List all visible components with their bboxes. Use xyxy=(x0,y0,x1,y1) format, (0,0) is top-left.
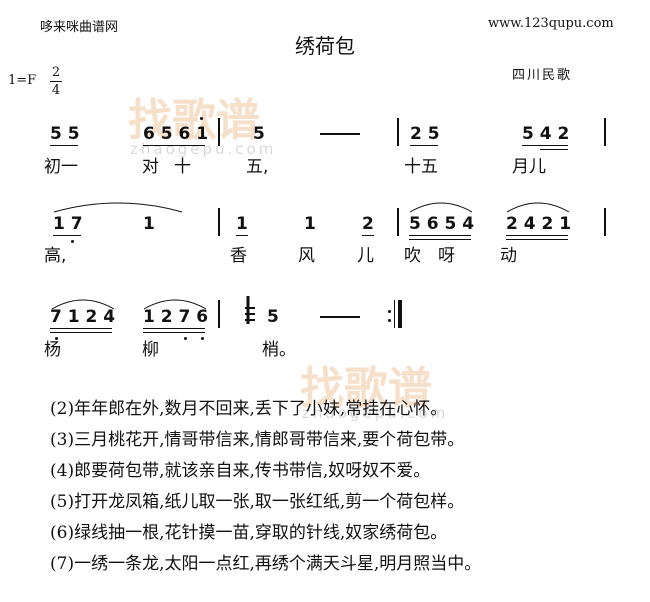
underline xyxy=(53,235,81,236)
song-title: 绣荷包 xyxy=(295,34,355,58)
note-group: 6 5 6 1 xyxy=(143,124,209,144)
underline xyxy=(409,235,471,236)
barline xyxy=(218,118,220,146)
lyric: 初一 xyxy=(44,157,78,177)
underline xyxy=(410,145,438,146)
lyric: 月儿 xyxy=(512,157,546,177)
verse-line: (4)郎要荷包带,就该亲自来,传书带信,奴呀奴不爱。 xyxy=(50,461,431,481)
final-barline xyxy=(398,300,402,328)
meter-top: 2 xyxy=(51,65,61,80)
extension-dash xyxy=(320,316,360,318)
note-group: 1 7 xyxy=(53,214,83,234)
note-group: 2 5 xyxy=(410,124,440,144)
lyric: 动 xyxy=(500,246,517,266)
lyric: 十五 xyxy=(404,157,438,177)
underline xyxy=(50,145,78,146)
watermark-logo-top: 找歌谱 xyxy=(128,95,260,146)
note-group: 1 xyxy=(143,214,155,234)
ornament-icon xyxy=(245,296,255,324)
meter-line xyxy=(50,81,62,82)
note-group: 5 xyxy=(267,307,279,327)
lyric: 儿 xyxy=(357,246,374,266)
lyric: 十 xyxy=(174,157,191,177)
slur xyxy=(409,202,473,213)
note-group: 5 xyxy=(253,124,265,144)
low-octave-dot xyxy=(201,337,204,340)
note-group: 2 4 2 1 xyxy=(506,214,572,234)
verse-line: (5)打开龙凤箱,纸儿取一张,取一张红纸,剪一个荷包样。 xyxy=(50,492,465,512)
extension-dash xyxy=(320,133,360,135)
barline xyxy=(397,208,399,236)
repeat-dot xyxy=(388,319,391,322)
note-group: 5 6 5 4 xyxy=(409,214,475,234)
site-url: www.123qupu.com xyxy=(488,16,614,31)
slur xyxy=(506,202,570,213)
underline xyxy=(409,239,471,240)
time-signature: 2 4 xyxy=(50,64,62,99)
slur xyxy=(51,299,115,310)
low-octave-dot xyxy=(71,240,74,243)
note-group: 1 xyxy=(304,214,316,234)
song-origin: 四川民歌 xyxy=(512,68,573,83)
barline xyxy=(397,118,399,146)
underline xyxy=(143,332,205,333)
lyric: 呀 xyxy=(438,246,455,266)
lyric: 风 xyxy=(298,246,315,266)
verse-line: (6)绿线抽一根,花针摸一苗,穿取的针线,奴家绣荷包。 xyxy=(50,523,448,543)
low-octave-dot xyxy=(55,337,58,340)
note-group: 7 1 2 4 xyxy=(50,307,116,327)
note-group: 1 xyxy=(236,214,248,234)
note-group: 5 4 2 xyxy=(522,124,570,144)
lyric: 杨 xyxy=(44,340,61,360)
lyric: 吹 xyxy=(404,246,421,266)
barline xyxy=(604,118,606,146)
watermark-logo-bottom: 找歌谱 xyxy=(300,363,432,414)
note-group: 2 xyxy=(362,214,374,234)
note-group: 1 2 7 6 xyxy=(143,307,209,327)
lyric: 梢。 xyxy=(262,340,296,360)
watermark-url-top: zhaogepu.com xyxy=(130,140,277,158)
site-name: 哆来咪曲谱网 xyxy=(40,20,119,35)
underline xyxy=(50,332,112,333)
lyric: 五, xyxy=(246,157,269,177)
verse-line: (3)三月桃花开,情哥带信来,情郎哥带信来,要个荷包带。 xyxy=(50,430,465,450)
underline xyxy=(143,328,205,329)
underline xyxy=(236,235,248,236)
low-octave-dot xyxy=(184,337,187,340)
underline xyxy=(362,235,374,236)
underline xyxy=(143,145,205,146)
high-octave-dot xyxy=(200,117,203,120)
underline xyxy=(506,235,568,236)
verse-line: (2)年年郎在外,数月不回来,丢下了小妹,常挂在心怀。 xyxy=(50,399,448,419)
repeat-dot xyxy=(388,310,391,313)
meter-bottom: 4 xyxy=(51,83,61,98)
note-group: 5 5 xyxy=(50,124,80,144)
underline xyxy=(506,239,568,240)
barline xyxy=(604,208,606,236)
barline xyxy=(218,300,220,328)
slur xyxy=(53,202,183,213)
lyric: 香 xyxy=(230,246,247,266)
lyric: 高, xyxy=(44,246,67,266)
underline xyxy=(50,328,112,329)
underline xyxy=(522,145,568,146)
barline xyxy=(218,208,220,236)
verse-line: (7)一绣一条龙,太阳一点红,再绣个满天斗星,明月照当中。 xyxy=(50,554,482,574)
underline xyxy=(540,149,568,150)
key-signature: 1=F xyxy=(8,73,37,88)
watermark-url-bottom: zhaogepu.com xyxy=(302,404,449,422)
slur xyxy=(143,299,207,310)
lyric: 柳 xyxy=(142,340,159,360)
lyric: 对 xyxy=(142,157,159,177)
barline xyxy=(394,300,395,328)
